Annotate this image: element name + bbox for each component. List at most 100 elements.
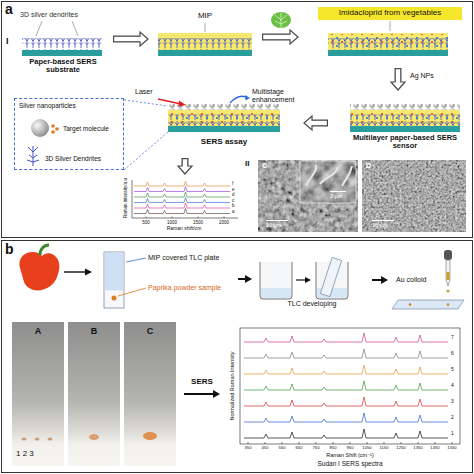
- spectra-plot: [240, 328, 460, 444]
- arrow-fill: [183, 159, 187, 169]
- box-label: Raman shift/cm: [167, 226, 202, 232]
- flow-arrow: [178, 158, 192, 174]
- flow-arrow: [262, 30, 298, 44]
- assay-layer: [168, 111, 280, 125]
- assay-layer: [168, 126, 280, 132]
- axis-tick: 850: [330, 446, 337, 451]
- beaker: [261, 288, 291, 298]
- paprika-icon: [19, 252, 59, 290]
- inset-icons: [31, 119, 49, 137]
- pipette: [392, 300, 464, 309]
- sem-image: [300, 161, 356, 203]
- stage-box: 3D silver dendritesPaper-based SERS subs…: [16, 8, 111, 78]
- tlc-plate: [118, 288, 146, 296]
- box-label: Normalized Raman Intensity: [229, 351, 235, 420]
- axis-tick: 750: [313, 446, 320, 451]
- curve-label: 2: [451, 415, 454, 421]
- sem-image: [266, 192, 346, 221]
- tlc-photo: [48, 438, 53, 441]
- spectra-plot: [244, 365, 448, 374]
- assay-layer: [179, 101, 187, 107]
- box-label: Multistage enhancement: [252, 88, 300, 104]
- beaker: [260, 262, 292, 299]
- pipette: [409, 303, 412, 306]
- curve-label: d: [232, 192, 235, 197]
- curve-label: 1: [451, 431, 454, 437]
- inset-icons: [51, 130, 55, 134]
- tlc-plate: [105, 253, 124, 291]
- assay-layer: [230, 96, 246, 103]
- substrate-layer: [22, 21, 102, 56]
- spectra-plot: [244, 333, 448, 342]
- axis-tick: 650: [296, 446, 303, 451]
- arrow-fill: [114, 37, 143, 41]
- spectra-plot: [132, 180, 238, 218]
- box-label: Imidacloprid from vegetables: [339, 9, 441, 18]
- axis-tick: 450: [262, 446, 269, 451]
- target-layer: [318, 7, 462, 20]
- panel-label: II: [245, 160, 249, 169]
- curve-label: a: [232, 209, 235, 214]
- sem-image: [362, 160, 466, 232]
- axis-tick: 950: [347, 446, 354, 451]
- target-layer: [390, 21, 391, 31]
- axis-tick: 1050: [362, 446, 371, 451]
- spectra-plot: [134, 203, 230, 208]
- spectra-plot: [134, 209, 230, 214]
- beaker: [296, 279, 306, 280]
- sensor-layer: [350, 111, 460, 125]
- spectra-plot: [134, 192, 230, 197]
- spectra-plot: [244, 429, 448, 438]
- spectra-plot: [134, 198, 230, 203]
- colloid-box: Au colloid: [390, 248, 466, 312]
- assay-layer: [158, 99, 181, 104]
- stage-box: MIP: [150, 8, 260, 70]
- pipette: [446, 260, 450, 286]
- box-label: Laser: [135, 88, 153, 96]
- axis-tick: 1500: [193, 220, 203, 225]
- axis-tick: 500: [142, 220, 150, 225]
- arrow-head: [245, 275, 252, 283]
- stage-box: Imidacloprid from vegetables: [300, 4, 466, 66]
- tlc-photo: [12, 322, 176, 466]
- paprika-icon: [64, 271, 86, 272]
- sem-image: [372, 220, 394, 221]
- tlc-photo: [89, 434, 99, 440]
- panel-frame: [2, 2, 473, 238]
- sem-image: [306, 165, 352, 186]
- sem-image: [300, 161, 356, 203]
- spectra-plot: [244, 397, 448, 406]
- inset-box: Silver nanoparticlesTarget molecule3D Si…: [14, 98, 124, 170]
- layer-label: Ag NPs: [410, 72, 434, 80]
- box-label: Raman Shift (cm⁻¹): [326, 452, 374, 458]
- assay-layer: [168, 110, 280, 126]
- curve-label: 7: [451, 335, 454, 341]
- vegetable-icon: [275, 13, 287, 28]
- spectra-plot: [248, 442, 452, 444]
- box-label: B: [91, 326, 98, 336]
- box-label: Paper-based SERS substrate: [17, 58, 109, 75]
- panel-label: I: [6, 36, 9, 46]
- arrow-fill: [309, 121, 327, 125]
- scale-bar-label: 10 μm: [372, 222, 387, 228]
- box-label: MIP: [198, 12, 212, 21]
- box-label: SERS assay: [201, 138, 247, 147]
- tlc-plate-box: MIP covered TLC platePaprika powder samp…: [96, 248, 236, 310]
- flow-arrow: [304, 116, 328, 130]
- inset-icons: [27, 146, 39, 166]
- spectra-chart: Raman intensity/a.uRaman shift/cm: [120, 176, 240, 236]
- image-label: C: [262, 162, 267, 170]
- sensor-layer: [350, 104, 460, 110]
- axis-tick: 1550: [447, 446, 456, 451]
- mip-layer: [158, 50, 252, 56]
- flow-arrow: [184, 390, 220, 398]
- pipette: [447, 272, 450, 280]
- spectra-plot: [134, 181, 230, 186]
- tlc-photo: [124, 322, 176, 466]
- image-label: D: [366, 162, 371, 170]
- axis-tick: 1350: [413, 446, 422, 451]
- target-layer: [318, 7, 462, 56]
- tlc-photo: [143, 432, 157, 440]
- target-layer: [328, 34, 448, 48]
